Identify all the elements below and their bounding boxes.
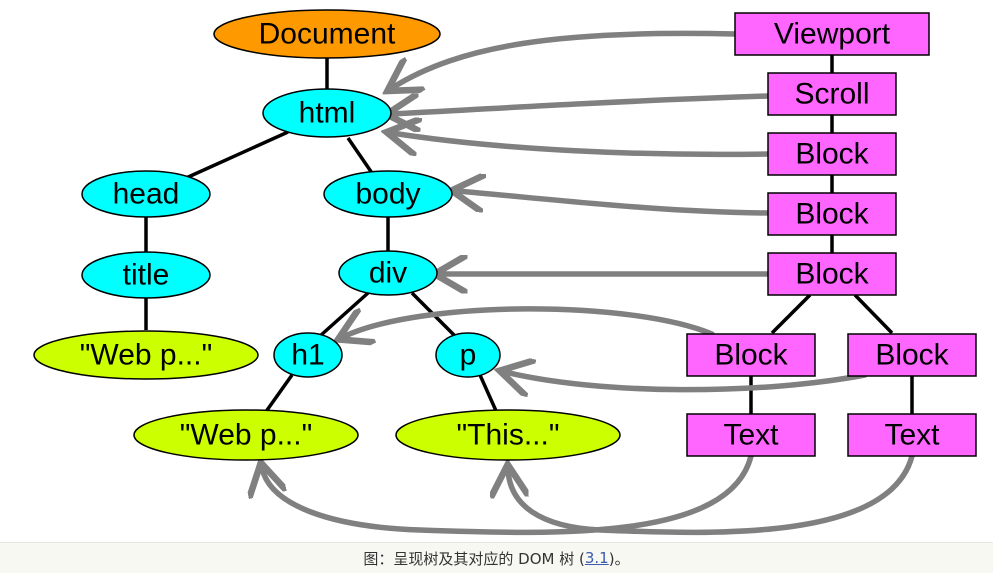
viewport-label: Viewport xyxy=(774,18,891,51)
edge-block3-blockleft xyxy=(770,293,812,335)
caption-suffix: )。 xyxy=(608,549,630,568)
text-right-box: Text xyxy=(847,413,977,457)
scroll-box: Scroll xyxy=(767,72,897,116)
caption-prefix: 图：呈现树及其对应的 DOM 树 ( xyxy=(363,549,585,568)
dom-tree: Document html head body title div "Web p… xyxy=(33,9,621,461)
edge-p-text xyxy=(478,374,499,414)
h1-label: h1 xyxy=(291,339,324,372)
edge-html-body xyxy=(346,137,374,174)
p-label: p xyxy=(460,339,477,372)
h1-text-node: "Web p..." xyxy=(133,409,359,461)
block-1-label: Block xyxy=(795,138,869,171)
mapping-arrows xyxy=(262,30,915,536)
div-node: div xyxy=(338,250,438,296)
arrow-blockleft-h1 xyxy=(343,306,715,337)
title-label: title xyxy=(123,259,170,292)
block-right-label: Block xyxy=(875,339,949,372)
text-left-label: Text xyxy=(723,419,779,452)
dom-edges xyxy=(144,58,499,415)
edge-html-head xyxy=(185,130,289,180)
body-node: body xyxy=(323,170,453,218)
scroll-label: Scroll xyxy=(794,78,869,111)
p-node: p xyxy=(435,332,501,378)
block-3-label: Block xyxy=(795,258,869,291)
arrow-block1-html xyxy=(392,133,771,158)
title-text-label: "Web p..." xyxy=(80,339,212,372)
figure-caption: 图：呈现树及其对应的 DOM 树 (3.1)。 xyxy=(0,542,993,573)
p-text-node: "This..." xyxy=(395,409,621,461)
arrow-scroll-html xyxy=(392,93,771,114)
head-label: head xyxy=(113,178,180,211)
arrow-block2-body xyxy=(457,191,771,216)
document-label: Document xyxy=(259,18,396,51)
h1-node: h1 xyxy=(273,332,343,378)
block-3-box: Block xyxy=(767,252,897,296)
p-text-label: "This..." xyxy=(457,419,560,452)
block-left-box: Block xyxy=(686,333,816,377)
title-node: title xyxy=(81,251,211,299)
body-label: body xyxy=(355,178,420,211)
render-tree: Viewport Scroll Block Block Block Block … xyxy=(686,12,977,457)
html-label: html xyxy=(299,97,356,130)
edge-h1-text xyxy=(263,373,294,415)
h1-text-label: "Web p..." xyxy=(180,419,312,452)
div-label: div xyxy=(369,257,407,290)
html-node: html xyxy=(262,88,392,138)
block-left-label: Block xyxy=(714,339,788,372)
viewport-box: Viewport xyxy=(734,12,930,56)
arrow-blockright-p xyxy=(505,372,868,390)
block-2-label: Block xyxy=(795,198,869,231)
arrow-viewport-html xyxy=(392,30,738,88)
block-right-box: Block xyxy=(847,333,977,377)
text-left-box: Text xyxy=(686,413,816,457)
arrow-textright-ptext xyxy=(508,453,915,536)
block-2-box: Block xyxy=(767,192,897,236)
render-edges xyxy=(749,55,914,414)
text-right-label: Text xyxy=(884,419,940,452)
caption-reference-link[interactable]: 3.1 xyxy=(584,549,609,567)
title-text-node: "Web p..." xyxy=(33,330,259,380)
document-node: Document xyxy=(213,9,441,59)
arrow-textleft-h1text xyxy=(262,453,754,536)
head-node: head xyxy=(81,170,211,218)
block-1-box: Block xyxy=(767,132,897,176)
edge-block3-blockright xyxy=(853,293,894,335)
